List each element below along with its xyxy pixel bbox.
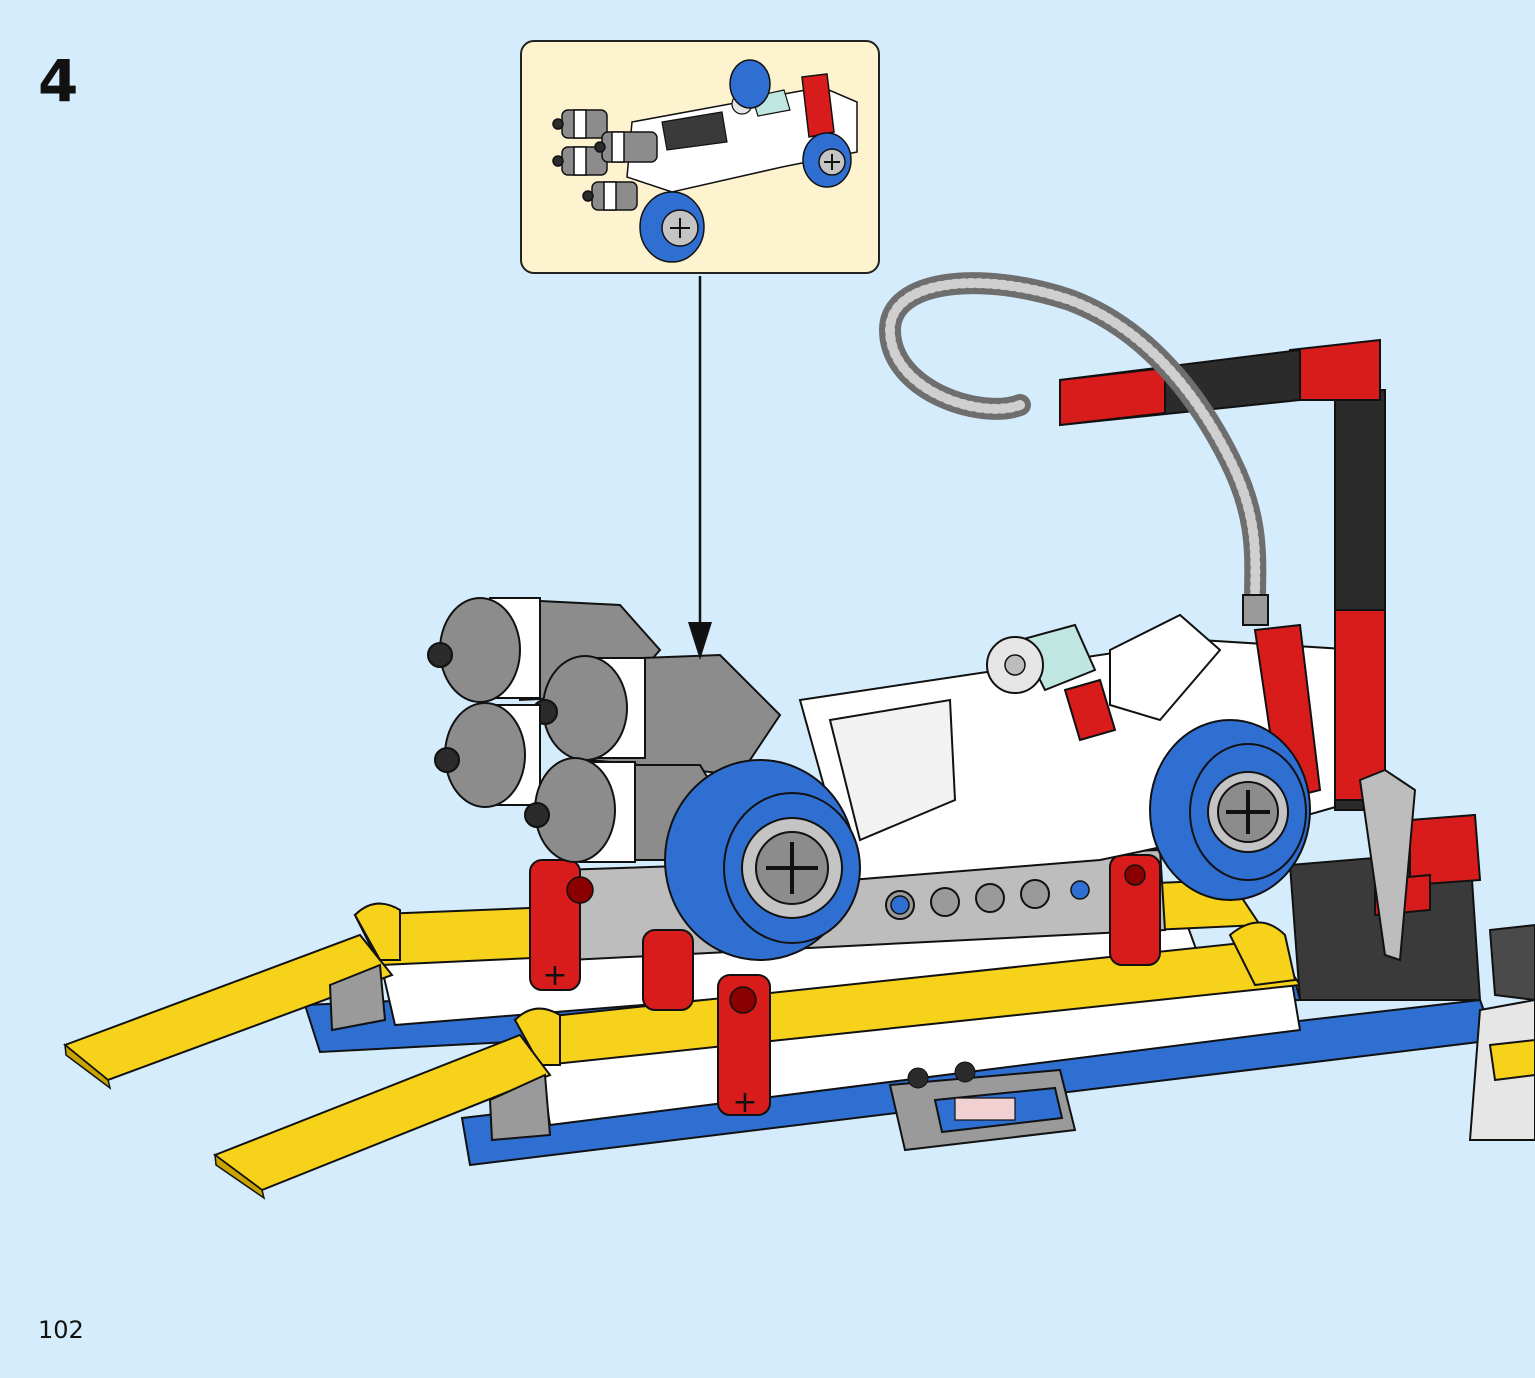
svg-text:+: + [542,958,567,993]
subassembly-callout [520,40,880,274]
step-number: 4 [38,47,79,115]
svg-text:+: + [732,1085,757,1120]
page-number: 102 [38,1316,84,1344]
assembled-car-subassembly-icon [552,59,858,263]
